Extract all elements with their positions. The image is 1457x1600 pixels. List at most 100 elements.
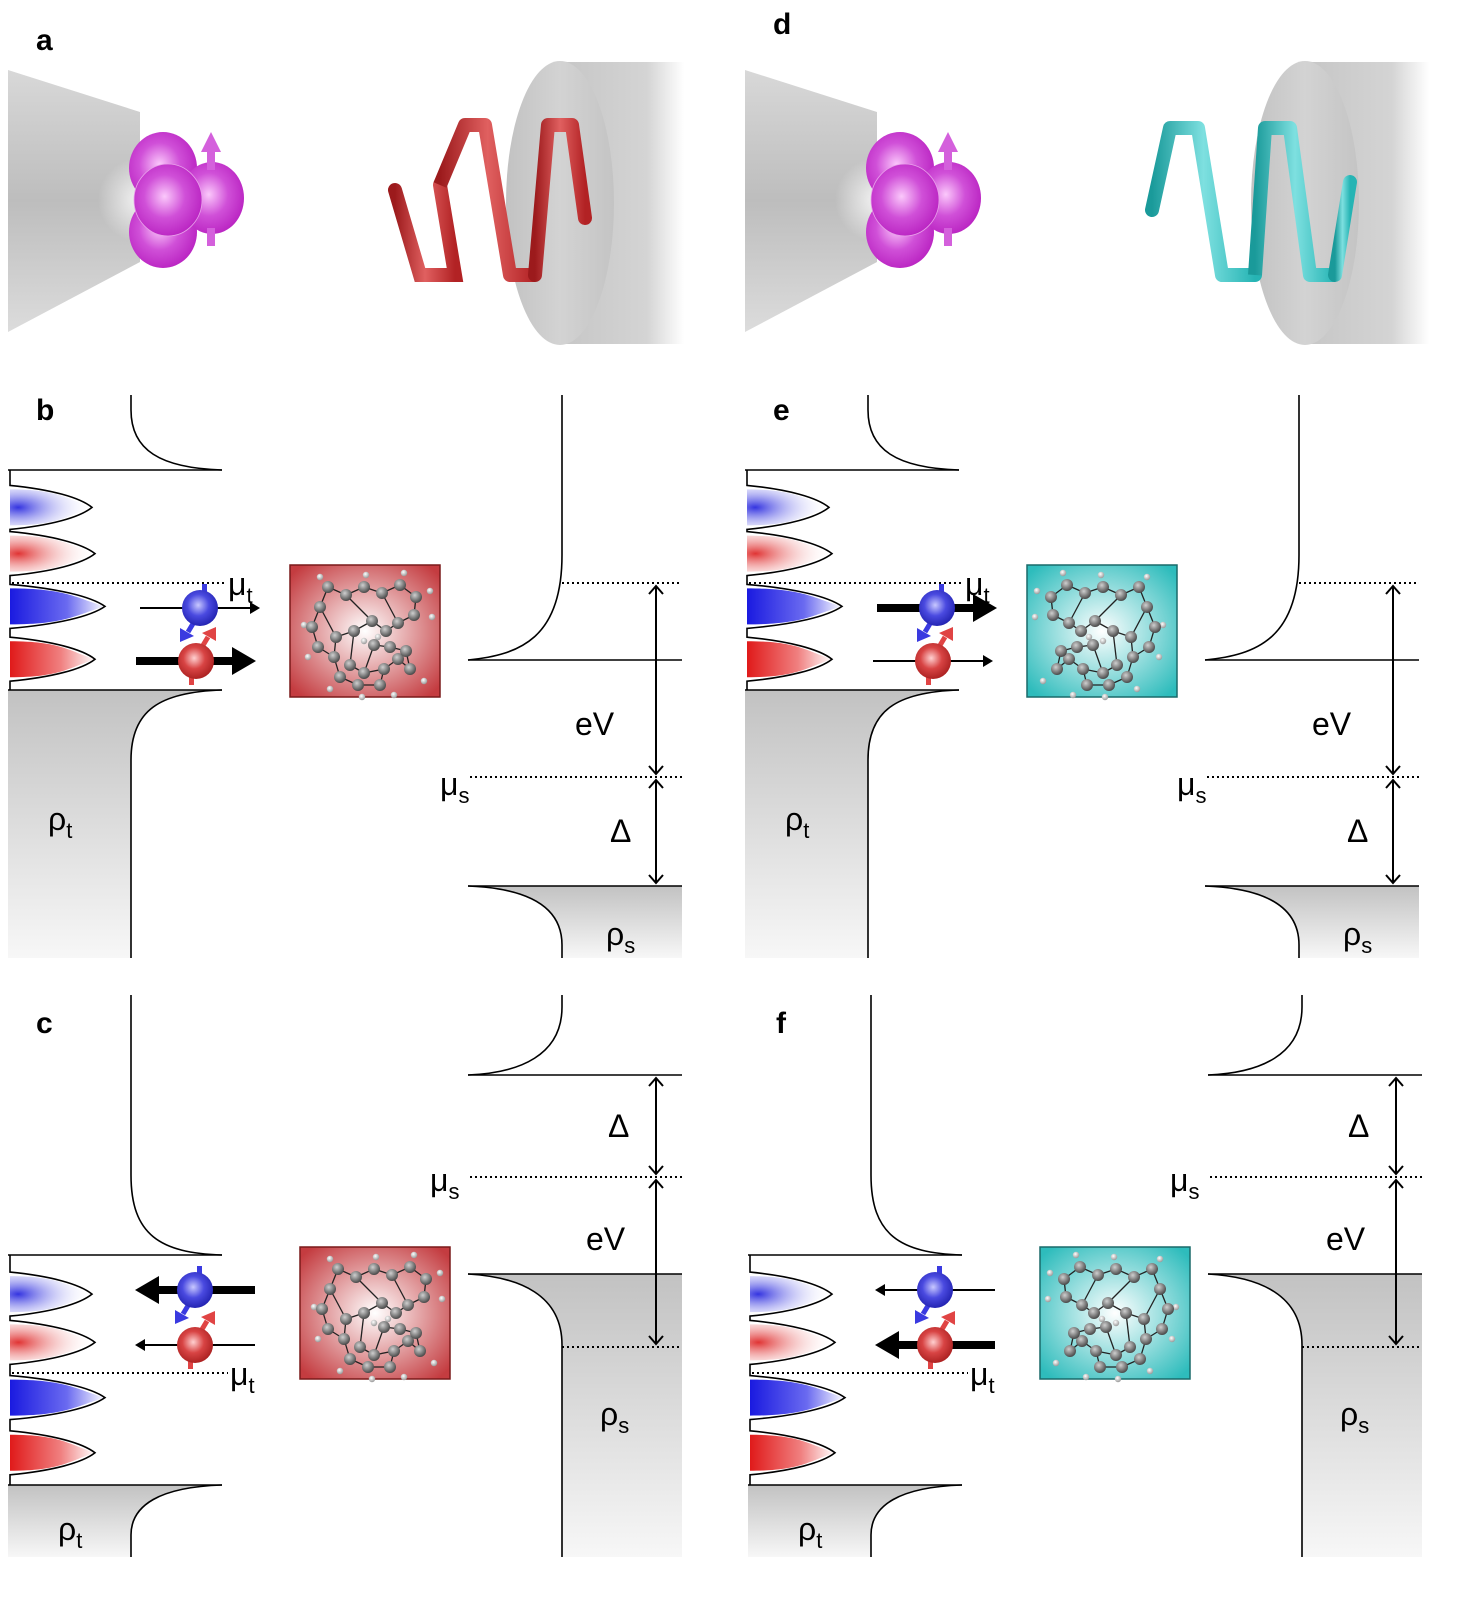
carbon-atom [1097,667,1109,679]
panel-d: d [745,8,1429,345]
hydrogen-atom [1172,1303,1180,1311]
hydrogen-atom [384,1315,392,1323]
magnetic-atom-cluster [866,132,981,268]
substrate-dos-lower [467,885,563,958]
mu-s-label-sub: s [448,1179,459,1204]
hydrogen-atom [1143,573,1151,581]
tip-dos-outline [749,1255,847,1485]
mu-s-label: μs [430,1162,459,1204]
carbon-atom [1121,671,1133,683]
carbon-atom [376,587,388,599]
carbon-atom [1100,1321,1112,1333]
carbon-atom [362,1361,374,1373]
mu-s-label-sub: s [458,783,469,808]
carbon-atom [354,1341,366,1353]
right-handed-helix-cyan [1145,121,1357,282]
delta-label: Δ [610,813,631,849]
magnetic-tip [745,70,981,332]
ev-label: eV [1326,1221,1366,1257]
electron-ball [915,643,951,679]
carbon-atom [394,579,406,591]
carbon-atom [358,667,370,679]
hydrogen-atom [428,613,436,621]
carbon-atom [348,625,360,637]
mu-s-label-main: μ [430,1162,448,1198]
carbon-atom [1063,653,1075,665]
carbon-atom [418,1291,430,1303]
carbon-atom [1075,625,1087,637]
ev-arrow [1385,584,1401,776]
spin-up-arrow-icon [201,132,221,246]
spin-up-peak [10,588,105,625]
electron-ball [917,1327,953,1363]
rho-s-label: ρs [606,916,635,958]
carbon-atom [1079,587,1091,599]
carbon-atom [1156,1323,1168,1335]
carbon-atom [316,1303,328,1315]
carbon-atom [394,1323,406,1335]
carbon-atom [1064,1345,1076,1357]
ev-arrow [1388,1178,1404,1346]
panel-letter-d: d [773,8,791,41]
panel-letter-b: b [36,394,54,427]
hydrogen-atom [1082,1373,1090,1381]
mu-s-label: μs [440,766,469,808]
tip-dos-peaks [749,1255,847,1485]
tip-dos-outline [9,470,107,690]
carbon-atom [368,1263,380,1275]
spin-up-peak [747,489,829,526]
hydrogen-atom [336,1367,344,1375]
spin-down-peak [747,535,832,572]
spin-down-electron [875,1311,995,1369]
carbon-atom [392,617,404,629]
carbon-atom [322,581,334,593]
arrow-left-icon [135,1276,159,1304]
spin-down-peak [750,1324,835,1361]
spin-down-icon [175,1310,189,1324]
spin-up-peak [750,1276,832,1313]
tip-dos-lower-tail [130,1484,223,1557]
carbon-atom [1124,1341,1136,1353]
electron-ball [178,643,214,679]
spin-up-icon [202,627,216,641]
panel-letter-f: f [776,1007,787,1040]
hydrogen-atom [326,1255,334,1263]
substrate-dos-lower [1204,885,1300,958]
helicene-molecule [299,1246,451,1383]
rho-t-label-sub: t [816,1528,822,1553]
carbon-atom [358,581,370,593]
substrate-filled-states [468,1274,682,1557]
helicene-molecule [289,564,441,701]
rho-t-label-main: ρ [785,801,803,837]
substrate-filled-states [1208,1274,1422,1557]
spin-down-icon [180,628,194,642]
carbon-atom [408,609,420,621]
carbon-atom [328,651,340,663]
mu-s-label-main: μ [440,766,458,802]
mu-t-label-sub: t [988,1373,994,1398]
substrate-dos-lower [467,1273,563,1557]
carbon-atom [368,639,380,651]
rho-s-label-sub: s [1361,933,1372,958]
substrate-dos-upper [467,395,563,661]
spin-down-icon [915,1310,929,1324]
hydrogen-atom [1044,1295,1052,1303]
magnetic-atom-cluster [129,132,244,268]
delta-label: Δ [608,1108,629,1144]
hydrogen-atom [436,1269,444,1277]
hydrogen-atom [372,1253,380,1261]
substrate-filled-states [1205,886,1419,958]
left-handed-helix-red [388,118,592,282]
carbon-atom [324,1283,336,1295]
tip-dos-lower-tail [130,689,223,958]
hydrogen-atom [1133,685,1141,693]
carbon-atom [330,631,342,643]
mu-s-label-sub: s [1195,783,1206,808]
hydrogen-atom [1155,653,1163,661]
panel-letter-e: e [773,394,790,427]
hydrogen-atom [426,587,434,595]
hydrogen-atom [410,1251,418,1259]
mu-s-label-sub: s [1188,1179,1199,1204]
